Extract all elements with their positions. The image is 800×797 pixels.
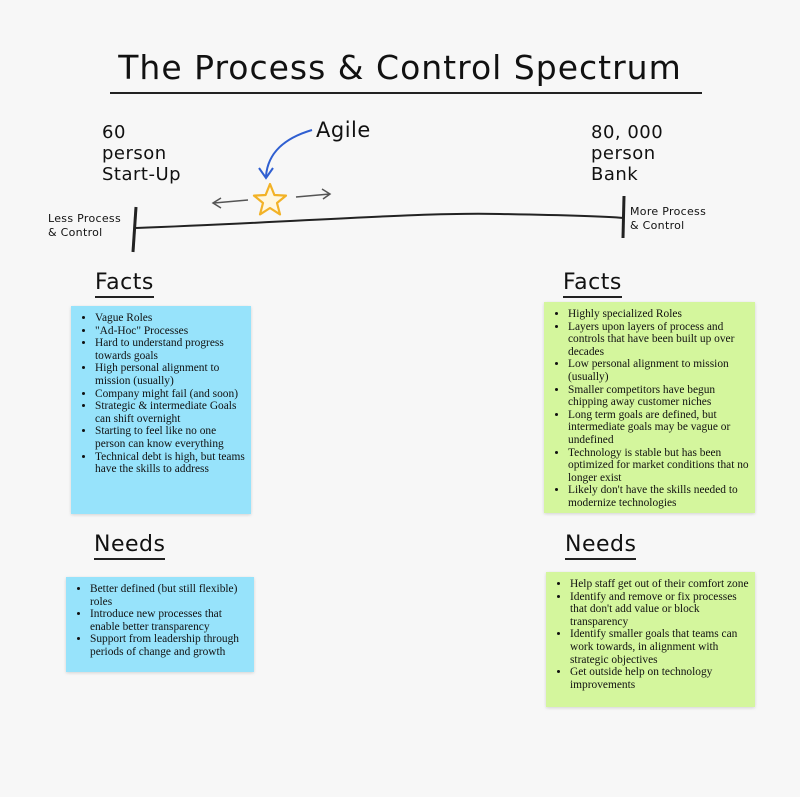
right-facts-list: Highly specialized Roles Layers upon lay… xyxy=(552,308,749,510)
list-item: Layers upon layers of process and contro… xyxy=(568,321,749,359)
list-item: Likely don't have the skills needed to m… xyxy=(568,484,749,509)
left-needs-list: Better defined (but still flexible) role… xyxy=(74,583,248,659)
left-facts-list: Vague Roles "Ad-Hoc" Processes Hard to u… xyxy=(79,312,245,476)
left-org-line-3: Start-Up xyxy=(102,164,182,185)
list-item: Identify smaller goals that teams can wo… xyxy=(570,628,749,666)
left-needs-heading: Needs xyxy=(94,532,166,560)
axis-left-label: Less Process & Control xyxy=(48,212,121,240)
right-org-line-2: person xyxy=(591,143,656,164)
list-item: Low personal alignment to mission (usual… xyxy=(568,358,749,383)
list-item: Technical debt is high, but teams have t… xyxy=(95,451,245,476)
list-item: Get outside help on technology improveme… xyxy=(570,666,749,691)
agile-pointer-arrowhead xyxy=(258,167,274,180)
axis-right-label-line-1: More Process xyxy=(630,205,707,218)
left-org-line-1: 60 xyxy=(102,122,126,143)
list-item: Help staff get out of their comfort zone xyxy=(570,578,749,591)
spectrum-left-tick xyxy=(131,206,138,253)
left-needs-note: Better defined (but still flexible) role… xyxy=(66,577,254,672)
list-item: Company might fail (and soon) xyxy=(95,388,245,401)
axis-right-label-line-2: & Control xyxy=(630,219,685,232)
right-org-line-1: 80, 000 xyxy=(591,122,664,143)
list-item: Vague Roles xyxy=(95,312,245,325)
right-facts-note: Highly specialized Roles Layers upon lay… xyxy=(544,302,755,513)
title-underline xyxy=(110,92,702,94)
list-item: Identify and remove or fix processes tha… xyxy=(570,591,749,629)
axis-left-label-line-2: & Control xyxy=(48,226,103,239)
right-needs-heading: Needs xyxy=(565,532,637,560)
left-facts-heading: Facts xyxy=(95,270,154,298)
star-icon xyxy=(252,182,288,216)
right-needs-note: Help staff get out of their comfort zone… xyxy=(546,572,755,707)
list-item: Highly specialized Roles xyxy=(568,308,749,321)
list-item: Better defined (but still flexible) role… xyxy=(90,583,248,608)
left-facts-note: Vague Roles "Ad-Hoc" Processes Hard to u… xyxy=(71,306,251,514)
list-item: Strategic & intermediate Goals can shift… xyxy=(95,400,245,425)
list-item: Technology is stable but has been optimi… xyxy=(568,447,749,485)
page-title: The Process & Control Spectrum xyxy=(118,48,682,87)
left-org-label: 60 person Start-Up xyxy=(102,122,181,185)
right-org-label: 80, 000 person Bank xyxy=(591,122,663,185)
move-right-arrow xyxy=(295,188,332,200)
list-item: Support from leadership through periods … xyxy=(90,633,248,658)
agile-pointer-arrow xyxy=(265,129,313,177)
list-item: Introduce new processes that enable bett… xyxy=(90,608,248,633)
list-item: Starting to feel like no one person can … xyxy=(95,425,245,450)
axis-left-label-line-1: Less Process xyxy=(48,212,121,225)
list-item: Long term goals are defined, but interme… xyxy=(568,409,749,447)
spectrum-right-tick xyxy=(621,195,626,239)
list-item: Smaller competitors have begun chipping … xyxy=(568,384,749,409)
spectrum-line xyxy=(135,212,625,229)
move-left-arrow xyxy=(211,197,249,209)
list-item: "Ad-Hoc" Processes xyxy=(95,325,245,338)
agile-label: Agile xyxy=(316,118,371,142)
right-needs-list: Help staff get out of their comfort zone… xyxy=(554,578,749,691)
list-item: Hard to understand progress towards goal… xyxy=(95,337,245,362)
right-org-line-3: Bank xyxy=(591,164,639,185)
right-facts-heading: Facts xyxy=(563,270,622,298)
left-org-line-2: person xyxy=(102,143,167,164)
axis-right-label: More Process & Control xyxy=(630,205,706,233)
list-item: High personal alignment to mission (usua… xyxy=(95,362,245,387)
